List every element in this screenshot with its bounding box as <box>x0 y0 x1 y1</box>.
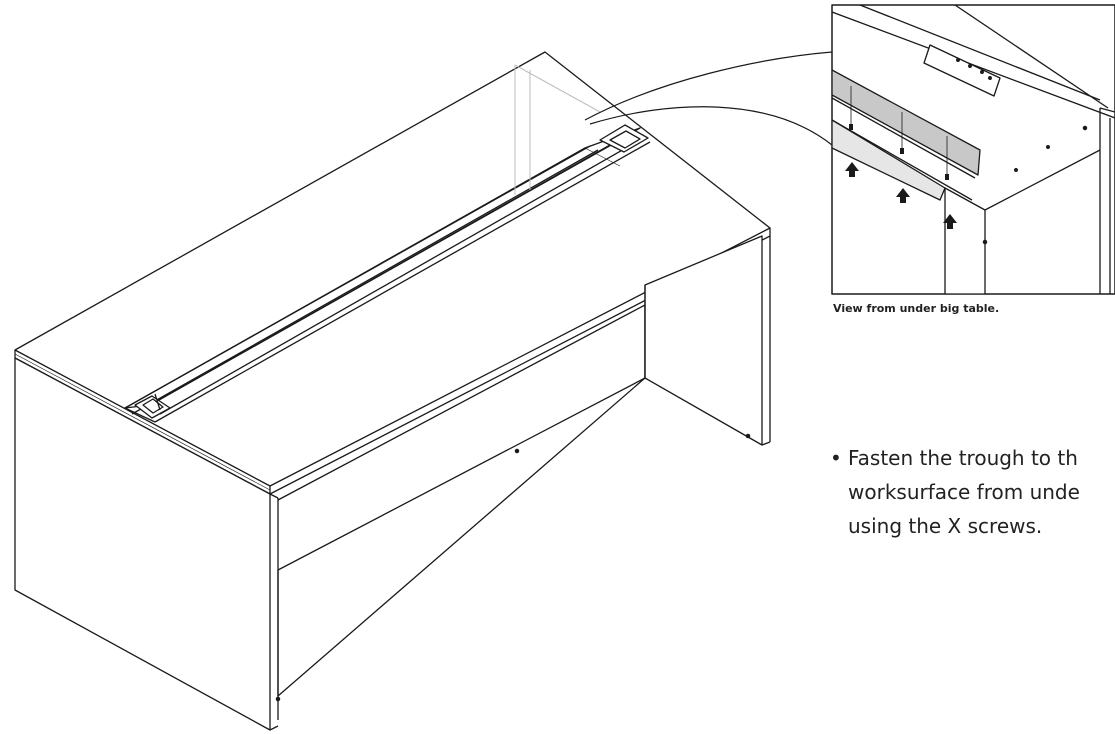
hidden-back-panel <box>514 64 601 195</box>
cable-trough <box>124 124 651 423</box>
instruction-line: worksurface from unde <box>830 475 1115 509</box>
bullet: • <box>830 446 842 470</box>
instruction-text: using the X screws. <box>848 514 1043 538</box>
trough-bracket <box>832 69 981 176</box>
arrow-up-icon <box>845 162 957 229</box>
screw-icon <box>849 124 949 180</box>
detail-inset <box>831 4 1115 295</box>
callout-leader <box>584 51 833 146</box>
instruction-text: worksurface from unde <box>848 480 1080 504</box>
right-end-panel <box>644 235 771 446</box>
inset-caption: View from under big table. <box>833 302 1000 315</box>
instruction-line: • Fasten the trough to th <box>830 441 1115 475</box>
instruction-line: using the X screws. <box>830 509 1115 543</box>
instruction-list: • Fasten the trough to th worksurface fr… <box>830 441 1115 543</box>
instruction-text: Fasten the trough to th <box>848 446 1078 470</box>
